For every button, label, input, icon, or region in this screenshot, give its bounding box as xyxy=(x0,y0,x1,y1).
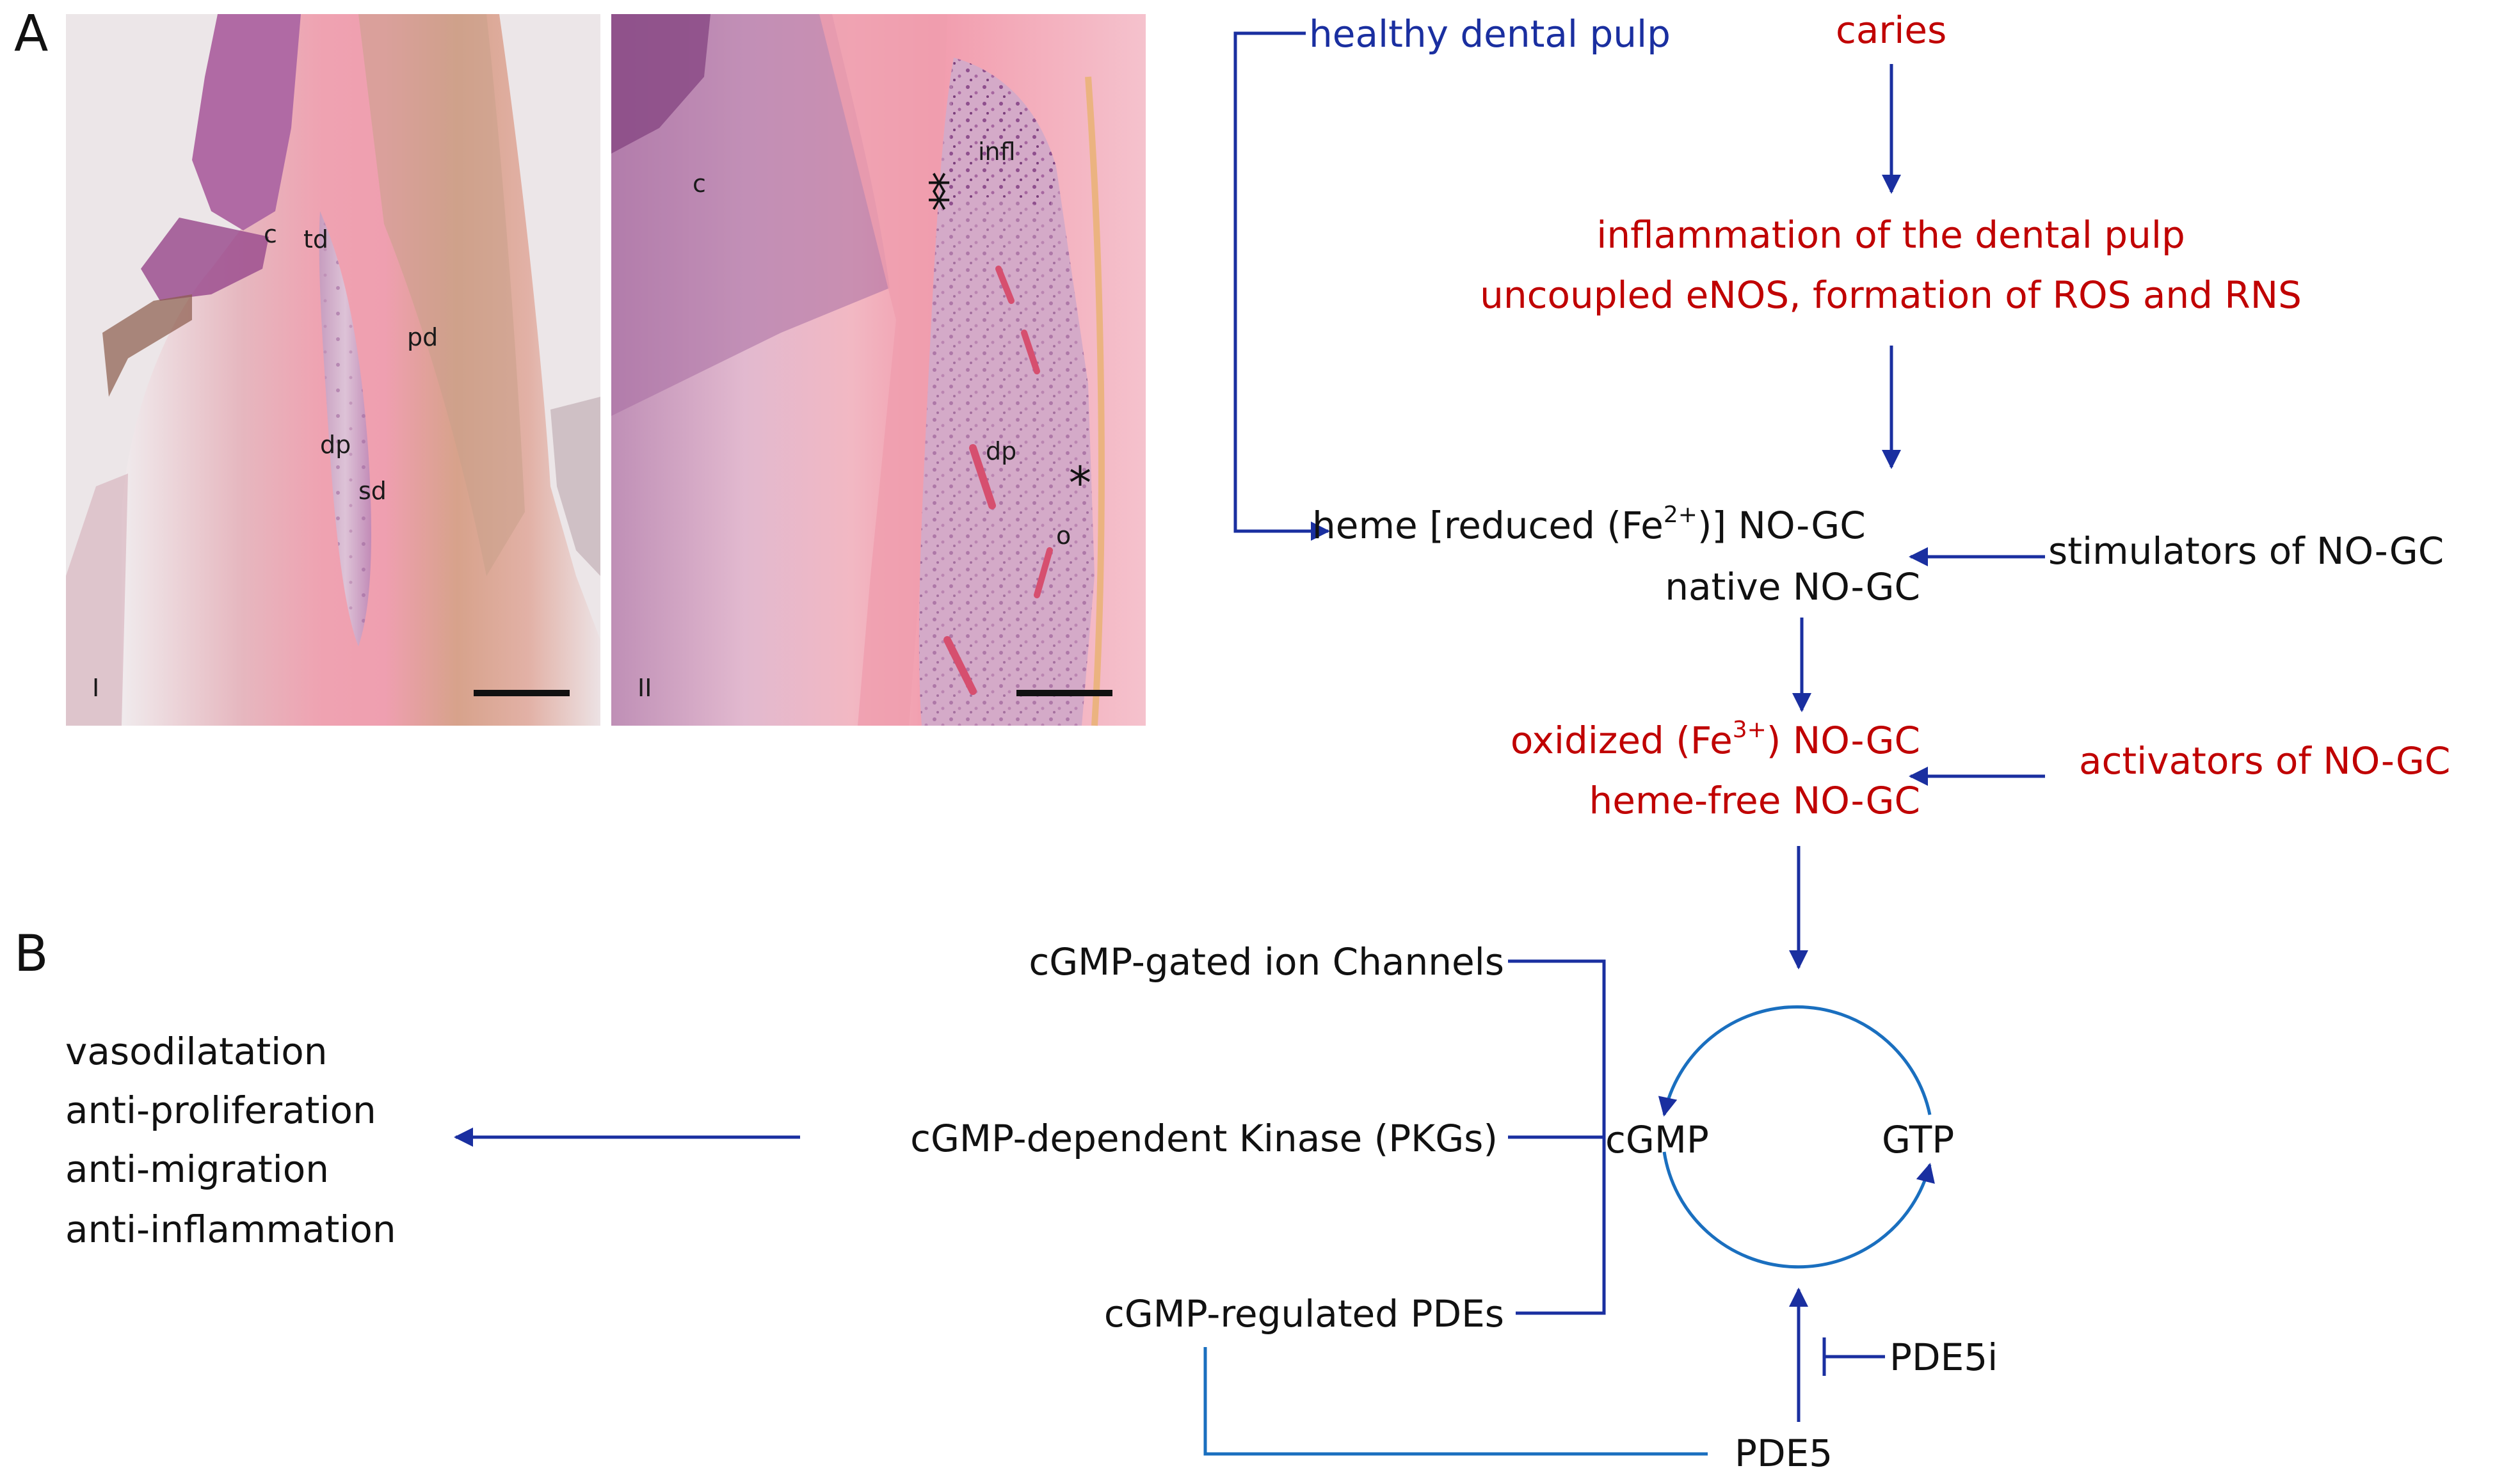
flow-connectors xyxy=(1233,31,2045,969)
micrograph-i-roman: I xyxy=(92,674,100,702)
pde-connectors xyxy=(454,959,1885,1456)
pde5-to-pdes-line xyxy=(1203,1347,1708,1456)
healthy-to-heme-arrow xyxy=(1233,31,1330,541)
oxidized-superscript: 3+ xyxy=(1732,716,1767,743)
oxidized-text-pre: oxidized (Fe xyxy=(1510,719,1733,762)
oxidized-text-post: ) NO-GC xyxy=(1766,719,1920,762)
healthy-dental-pulp-label: healthy dental pulp xyxy=(1309,12,1671,56)
micrograph-ii-label-c: c xyxy=(693,170,706,198)
cgmp-label: cGMP xyxy=(1605,1118,1709,1161)
inflammation-line-2: uncoupled eNOS, formation of ROS and RNS xyxy=(1480,273,2302,317)
micrograph-i-label-td: td xyxy=(303,225,329,253)
pde5i-label: PDE5i xyxy=(1889,1336,1998,1379)
activators-label: activators of NO-GC xyxy=(2079,739,2451,783)
micrograph-i-label-c: c xyxy=(264,220,277,248)
effect-anti-inflammation: anti-inflammation xyxy=(65,1208,396,1251)
cgmp-gtp-cycle xyxy=(1658,1005,1935,1269)
micrograph-panel-i xyxy=(66,14,600,726)
caries-label: caries xyxy=(1836,8,1947,52)
micrograph-ii-label-infl: infl xyxy=(978,138,1016,166)
panel-label-b: B xyxy=(14,925,49,983)
effect-anti-migration: anti-migration xyxy=(65,1147,330,1191)
micrograph-ii-label-dp: dp xyxy=(986,437,1017,465)
micrograph-i-label-sd: sd xyxy=(358,477,387,505)
gtp-to-cgmp-arc xyxy=(1658,1005,1932,1117)
inflammation-line-1: inflammation of the dental pulp xyxy=(1596,213,2185,257)
micrograph-ii-roman: II xyxy=(638,674,652,702)
heme-reduced-label: heme [reduced (Fe2+)] NO-GC xyxy=(1312,503,1866,547)
heme-text-pre: heme [reduced (Fe xyxy=(1312,504,1664,547)
effect-anti-proliferation: anti-proliferation xyxy=(65,1089,376,1132)
oxidized-nogc-label: oxidized (Fe3+) NO-GC xyxy=(1408,718,1920,762)
micrograph-ii-label-o: o xyxy=(1056,522,1071,550)
cgmp-dependent-kinase-label: cGMP-dependent Kinase (PKGs) xyxy=(910,1117,1498,1160)
micrograph-panel-ii xyxy=(611,14,1146,726)
micrograph-i-label-dp: dp xyxy=(320,431,351,459)
effect-vasodilatation: vasodilatation xyxy=(65,1030,328,1073)
cgmp-gated-channels-label: cGMP-gated ion Channels xyxy=(1029,940,1504,984)
cgmp-to-gtp-arc xyxy=(1662,1151,1935,1269)
micrograph-ii-star: * xyxy=(1069,457,1091,509)
heme-text-post: )] NO-GC xyxy=(1697,504,1866,547)
micrograph-i-label-pd: pd xyxy=(407,323,438,351)
stimulators-label: stimulators of NO-GC xyxy=(2048,529,2444,573)
panel-label-a: A xyxy=(14,5,49,63)
native-nogc-label: native NO-GC xyxy=(1665,565,1920,609)
gtp-label: GTP xyxy=(1882,1118,1955,1161)
cgmp-regulated-pdes-label: cGMP-regulated PDEs xyxy=(1103,1292,1504,1336)
micrograph-ii-double-star: ** xyxy=(905,172,958,206)
heme-superscript: 2+ xyxy=(1663,501,1697,528)
pde5-label: PDE5 xyxy=(1735,1432,1833,1475)
heme-free-nogc-label: heme-free NO-GC xyxy=(1589,779,1921,822)
